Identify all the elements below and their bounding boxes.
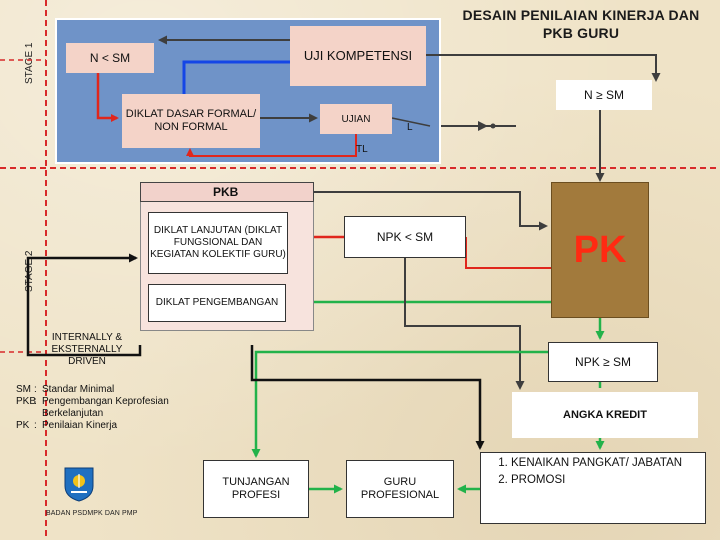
node-angka-kredit: ANGKA KREDIT [512, 392, 698, 438]
legend-abbr: PKB [16, 396, 37, 407]
outcome-item: PROMOSI [511, 473, 705, 487]
legend: SM: Standar Minimal PKB: Pengembangan Ke… [16, 384, 216, 432]
legend-abbr: SM [16, 384, 31, 395]
outcome-list: KENAIKAN PANGKAT/ JABATAN PROMOSI [481, 456, 705, 487]
connector-l-dot [490, 123, 496, 129]
node-ujian: UJIAN [320, 104, 392, 134]
legend-text: Standar Minimal [42, 384, 115, 395]
node-diklat-lanjutan: DIKLAT LANJUTAN (DIKLAT FUNGSIONAL DAN K… [148, 212, 288, 274]
node-tunjangan-profesi: TUNJANGAN PROFESI [203, 460, 309, 518]
legend-text: Penilaian Kinerja [42, 420, 118, 431]
node-n-less-sm: N < SM [66, 43, 154, 73]
connector-diklat-to-uji [182, 60, 290, 94]
connector-pk-to-npklt [465, 237, 551, 269]
legend-item: PKB: Pengembangan Keprofesian Berkelanju… [16, 396, 216, 420]
node-npk-less-sm: NPK < SM [344, 216, 466, 258]
label-l: L [407, 122, 413, 133]
outcome-item: KENAIKAN PANGKAT/ JABATAN [511, 456, 705, 470]
node-npk-ge-sm: NPK ≥ SM [548, 342, 658, 382]
connector-ujian-l [391, 117, 431, 127]
node-guru-profesional: GURU PROFESIONAL [346, 460, 454, 518]
connector-l-arrowhead [478, 121, 488, 131]
legend-text: Pengembangan Keprofesian Berkelanjutan [42, 396, 169, 419]
node-pk: PK [551, 182, 649, 318]
connector-nsm-to-diklat [96, 73, 119, 122]
legend-item: PK: Penilaian Kinerja [16, 420, 118, 431]
ministry-logo-icon [62, 466, 96, 502]
label-internally-driven: INTERNALLY & EKSTERNALLY DRIVEN [51, 332, 123, 367]
node-diklat-dasar: DIKLAT DASAR FORMAL/ NON FORMAL [122, 94, 260, 148]
connector-pkb-to-angka [404, 258, 525, 390]
logo-caption: BADAN PSDMPK DAN PMP [46, 510, 138, 517]
connector-ujian-tl [186, 134, 357, 157]
diagram-title: DESAIN PENILAIAN KINERJA DAN PKB GURU [462, 7, 700, 41]
node-n-ge-sm: N ≥ SM [556, 80, 652, 110]
connector-internal-loop [26, 253, 142, 357]
connector-pkb-to-pk [314, 191, 548, 231]
connector-internal-to-naik [250, 345, 485, 450]
label-tl: TL [356, 144, 368, 155]
node-outcomes: KENAIKAN PANGKAT/ JABATAN PROMOSI [480, 452, 706, 524]
connector-uji-to-ngesm [426, 54, 661, 82]
node-pkb: PKB [140, 182, 314, 202]
node-uji-kompetensi: UJI KOMPETENSI [290, 26, 426, 86]
connector-npkge-to-tunjangan [251, 350, 548, 458]
node-diklat-pengembangan: DIKLAT PENGEMBANGAN [148, 284, 286, 322]
legend-abbr: PK [16, 420, 30, 431]
legend-item: SM: Standar Minimal [16, 384, 115, 395]
